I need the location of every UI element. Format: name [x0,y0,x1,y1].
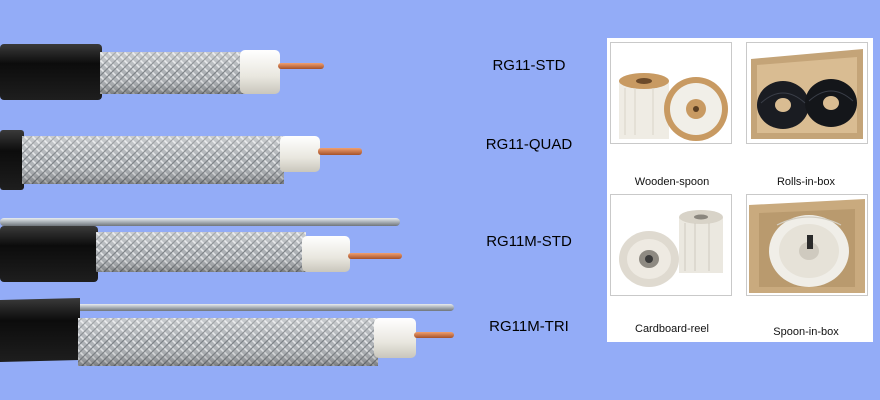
cable-label-rg11m-std: RG11M-STD [486,233,572,250]
photo-cardboard-reel [610,194,732,296]
photo-wooden-spoon [610,42,732,144]
caption-wooden-spoon: Wooden-spoon [634,176,710,188]
caption-rolls-in-box: Rolls-in-box [776,176,836,188]
packaging-panel: Wooden-spoon Rolls-in-box Card [607,38,873,342]
caption-spoon-in-box: Spoon-in-box [773,326,839,338]
photo-spoon-in-box [746,194,868,296]
cable-label-rg11-std: RG11-STD [492,57,566,74]
cable-rg11m-tri [0,298,454,366]
cable-label-rg11m-tri: RG11M-TRI [489,318,569,335]
cable-rg11-quad [0,130,362,190]
cable-photos [0,44,454,366]
cable-rg11-std [0,44,324,100]
cable-label-rg11-quad: RG11-QUAD [485,136,573,153]
photo-rolls-in-box [746,42,868,144]
caption-cardboard-reel: Cardboard-reel [635,323,709,335]
cable-rg11m-std [0,218,402,282]
